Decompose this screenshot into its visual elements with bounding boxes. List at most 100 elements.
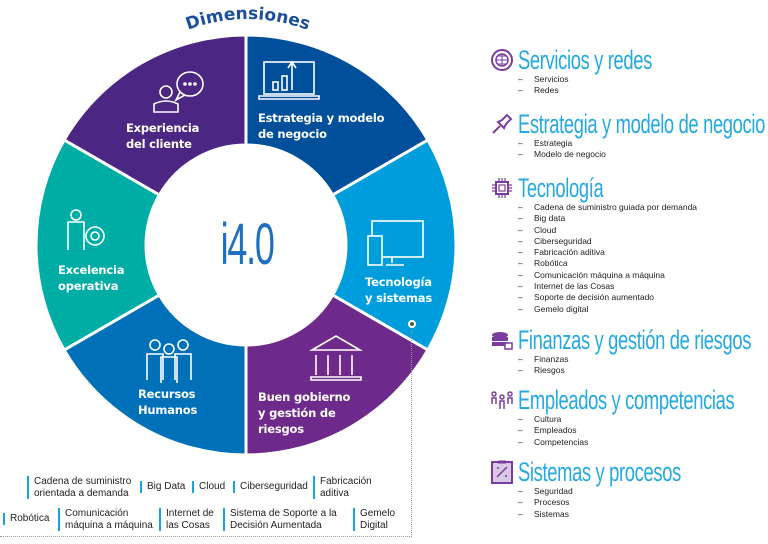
dash: – bbox=[518, 508, 523, 519]
category-item-label: Fabricación aditiva bbox=[534, 247, 605, 258]
technology-tag: Big Data bbox=[140, 481, 185, 493]
technology-tag: Robótica bbox=[3, 513, 49, 525]
category-item-label: Empleados bbox=[534, 425, 577, 436]
category-item-label: Internet de las Cosas bbox=[534, 281, 615, 292]
employees-icon bbox=[491, 391, 513, 409]
dash: – bbox=[518, 258, 523, 269]
segment-experiencia bbox=[62, 33, 248, 198]
category-item-label: Servicios bbox=[534, 74, 569, 84]
wheel-title: Dimensiones bbox=[183, 4, 313, 35]
category-item-label: Robótica bbox=[534, 258, 568, 269]
clipboard-icon bbox=[491, 460, 513, 484]
category-item-label: Finanzas bbox=[534, 354, 569, 364]
people-group-icon bbox=[146, 339, 192, 383]
dash: – bbox=[518, 138, 523, 148]
category-item: –Competencias bbox=[518, 437, 768, 448]
customer-chat-icon bbox=[153, 71, 204, 113]
technology-tag-line: Cloud bbox=[199, 481, 226, 492]
category-item-label: Gemelo digital bbox=[534, 303, 589, 314]
segment-rrhh bbox=[62, 292, 248, 457]
dash: – bbox=[518, 436, 523, 447]
category-item-label: Estrategia bbox=[534, 138, 573, 148]
category-item: –Soporte de decisión aumentado bbox=[518, 292, 697, 303]
category-item-label: Cultura bbox=[534, 414, 562, 424]
category-item: – Finanzas bbox=[518, 354, 768, 365]
category-item: –Modelo de negocio bbox=[518, 149, 768, 160]
category-servicios: Servicios y redes –Servicios–Redes bbox=[490, 45, 715, 97]
technology-tag-line: Gemelo bbox=[360, 508, 396, 519]
dash: – bbox=[518, 149, 523, 160]
category-item-label: Cadena de suministro guiada por demanda bbox=[534, 202, 698, 212]
technology-tag-line: Robótica bbox=[10, 513, 50, 524]
category-item: –Redes bbox=[518, 85, 715, 96]
category-item: – Cultura bbox=[518, 414, 768, 425]
center-label: i4.0 bbox=[220, 212, 275, 277]
dash: – bbox=[518, 269, 523, 280]
category-item-label: Riesgos bbox=[534, 365, 565, 376]
pushpin-icon bbox=[492, 113, 513, 134]
category-estrategia: Estrategia y modelo de negocio –Estrateg… bbox=[490, 109, 768, 161]
category-item: –Seguridad bbox=[518, 486, 758, 497]
category-item: –Comunicación máquina a máquina bbox=[518, 270, 697, 281]
category-items: –Cadena de suministro guiada por demanda… bbox=[518, 202, 697, 315]
category-empleados: Empleados y competencias –Cultura–Emplea… bbox=[490, 385, 768, 448]
dash: – bbox=[518, 497, 523, 508]
devices-icon bbox=[367, 220, 424, 266]
laptop-chart-icon bbox=[258, 60, 320, 100]
dash: – bbox=[518, 85, 523, 96]
category-items: –Servicios–Redes bbox=[518, 74, 715, 97]
category-item-label: Sistemas bbox=[534, 508, 569, 519]
category-item-label: Redes bbox=[534, 85, 559, 96]
category-item: –Robótica bbox=[518, 258, 697, 269]
category-item: –Procesos bbox=[518, 497, 758, 508]
category-item: – Estrategia bbox=[518, 138, 768, 149]
category-items: –Estrategia–Modelo de negocio bbox=[518, 138, 768, 161]
technology-tag: Ciberseguridad bbox=[233, 481, 308, 493]
technology-tag-line: aditiva bbox=[320, 487, 349, 499]
category-item-label: Ciberseguridad bbox=[534, 235, 592, 246]
technology-tag: Cloud bbox=[192, 481, 225, 493]
dotted-divider bbox=[0, 536, 412, 537]
dash: – bbox=[518, 247, 523, 258]
dash: – bbox=[518, 425, 523, 436]
technology-tag-line: las Cosas bbox=[166, 519, 210, 531]
dash: – bbox=[518, 365, 523, 376]
category-item-label: Competencias bbox=[534, 436, 589, 447]
technology-tag-line: Cadena de suministro bbox=[34, 476, 132, 487]
category-items: –Cultura–Empleados–Competencias bbox=[518, 414, 768, 448]
category-sistemas: Sistemas y procesos –Seguridad–Procesos–… bbox=[490, 457, 758, 520]
category-item-label: Modelo de negocio bbox=[534, 149, 606, 160]
category-item-label: Comunicación máquina a máquina bbox=[534, 269, 665, 280]
technology-tag-line: Digital bbox=[360, 519, 388, 531]
category-item-label: Seguridad bbox=[534, 486, 573, 496]
technology-tag-line: Fabricación bbox=[320, 476, 372, 487]
dash: – bbox=[518, 354, 523, 364]
category-item: –Big data bbox=[518, 213, 697, 224]
technology-tag-line: Sistema de Soporte a la bbox=[230, 508, 337, 519]
category-items: –Seguridad–Procesos–Sistemas bbox=[518, 486, 758, 520]
dash: – bbox=[518, 74, 523, 84]
globe-icon bbox=[491, 49, 513, 71]
category-item: –Cloud bbox=[518, 225, 697, 236]
category-item: –Riesgos bbox=[518, 365, 768, 376]
dimensions-wheel: Dimensiones bbox=[34, 4, 458, 457]
category-item: –Gemelo digital bbox=[518, 304, 697, 315]
segment-gobierno bbox=[244, 292, 430, 457]
technology-tag-line: orientada a demanda bbox=[34, 487, 129, 499]
dotted-connector bbox=[411, 330, 412, 535]
technology-tag-line: Internet de bbox=[166, 508, 214, 519]
dash: – bbox=[518, 224, 523, 235]
dash: – bbox=[518, 414, 523, 424]
category-item-label: Procesos bbox=[534, 497, 570, 508]
technology-tag-line: máquina a máquina bbox=[65, 519, 153, 531]
category-item: –Cadena de suministro guiada por demanda bbox=[518, 202, 697, 213]
technology-tag-line: Ciberseguridad bbox=[240, 481, 308, 492]
